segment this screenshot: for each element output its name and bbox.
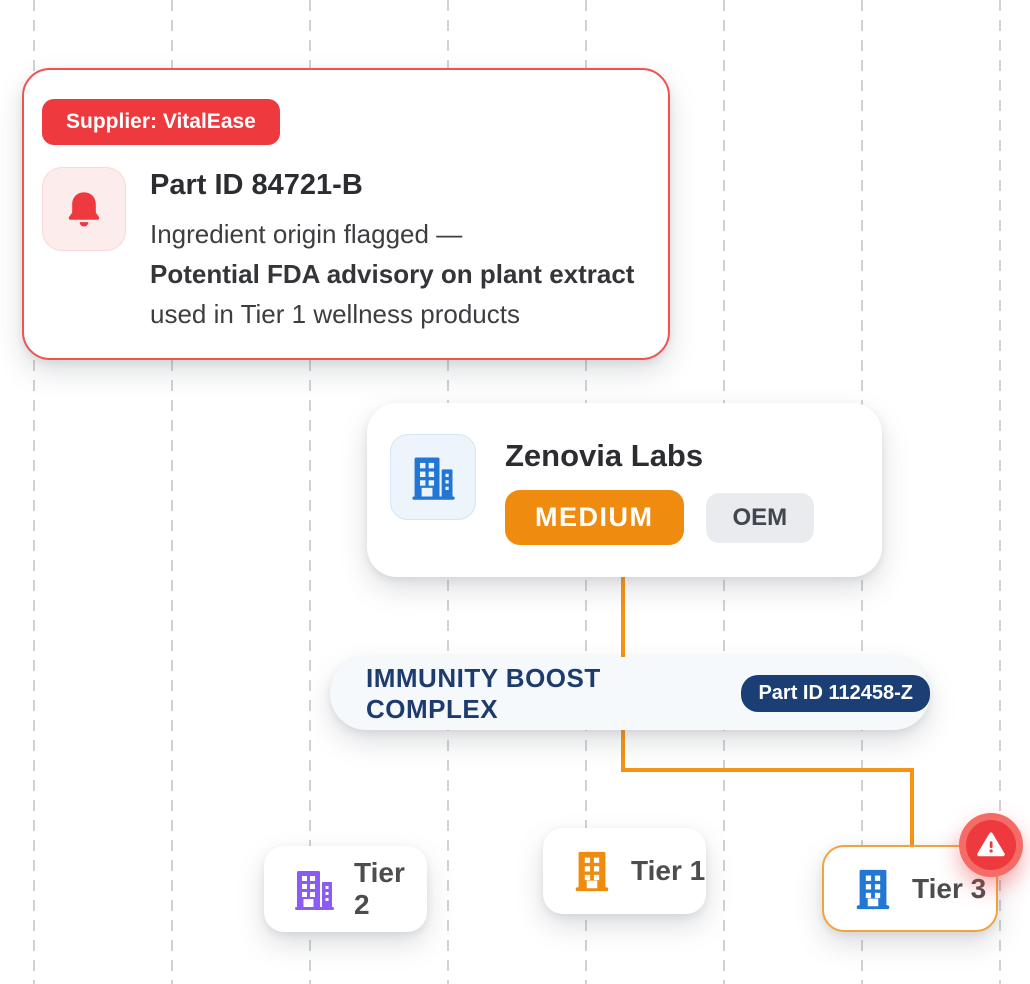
product-pill[interactable]: IMMUNITY BOOST COMPLEX Part ID 112458-Z [330,657,930,730]
supplier-name: Zenovia Labs [505,438,704,473]
alert-body-line-1: Ingredient origin flagged — [150,219,463,249]
product-part-id-badge: Part ID 112458-Z [741,675,930,712]
grid-dashed-line [999,0,1001,984]
grid-dashed-line [33,0,35,984]
tier-2-node[interactable]: Tier 2 [264,846,427,932]
tier-3-warning-badge[interactable] [959,813,1023,877]
tier-1-node[interactable]: Tier 1 [543,828,706,914]
grid-dashed-line [309,0,311,984]
connector-to-tier3 [910,768,914,847]
building-icon [569,847,615,895]
risk-level-badge: MEDIUM [505,490,684,545]
buildings-icon [407,451,459,503]
connector-supplier-to-product [621,577,625,658]
buildings-icon-tile [390,434,476,520]
tier-label: Tier 3 [912,872,987,904]
bell-icon-tile [42,167,126,251]
grid-dashed-line [171,0,173,984]
connector-product-down [621,730,625,772]
warning-triangle-icon [966,820,1016,870]
connector-elbow-horizontal [621,768,914,772]
buildings-icon [290,865,338,913]
bell-icon [63,187,105,231]
alert-body-line-3: used in Tier 1 wellness products [150,299,520,329]
alert-title: Part ID 84721-B [150,169,363,201]
supplier-badge: Supplier: VitalEase [42,99,280,145]
alert-card[interactable]: Supplier: VitalEase Part ID 84721-B Ingr… [22,68,670,360]
alert-body-line-2: Potential FDA advisory on plant extract [150,259,635,289]
supplier-node-card[interactable]: Zenovia Labs MEDIUM OEM [367,403,882,577]
tier-label: Tier 1 [631,855,706,886]
product-name: IMMUNITY BOOST COMPLEX [366,662,601,724]
supplier-type-badge: OEM [705,492,815,543]
building-icon [850,865,896,913]
tier-label: Tier 2 [354,857,405,920]
